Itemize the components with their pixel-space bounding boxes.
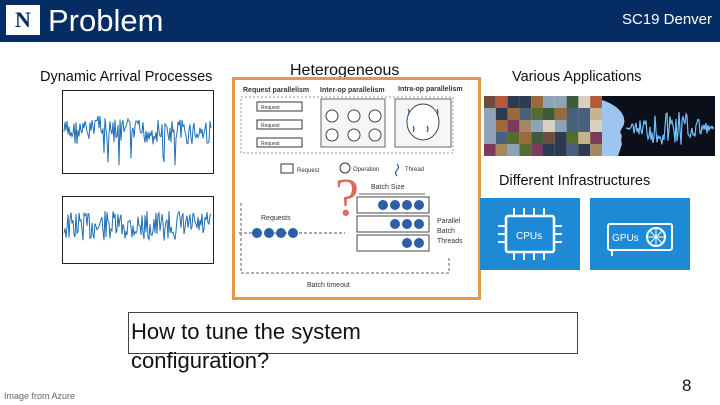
request-box-1 (256, 101, 303, 112)
university-logo: N (6, 5, 40, 35)
collage-tile (566, 132, 579, 144)
legend-request-swatch (280, 163, 294, 174)
cpu-chip-icon (504, 214, 556, 254)
collage-tile (531, 132, 543, 144)
collage-tile (531, 96, 543, 108)
parallel-text: Parallel (437, 218, 461, 225)
collage-tile (484, 132, 496, 144)
collage-tile (543, 132, 555, 144)
collage-tile (495, 120, 508, 132)
collage-tile (484, 120, 496, 132)
collage-tile (507, 144, 520, 156)
collage-tile (519, 96, 532, 108)
collage-tile (507, 120, 520, 132)
legend-request-text: Request (297, 168, 320, 174)
collage-tile (566, 120, 579, 132)
collage-tile (484, 144, 496, 156)
title-bar (0, 0, 720, 42)
collage-tile (590, 144, 602, 156)
arrival-plot-top (62, 90, 214, 174)
face-silhouette-icon (602, 100, 625, 156)
legend-operation-swatch (339, 162, 351, 174)
dynamic-arrival-label: Dynamic Arrival Processes (40, 69, 213, 85)
collage-tile (590, 132, 602, 144)
voice-waveform-image (602, 96, 715, 156)
batch-timeout-text: Batch timeout (307, 282, 350, 289)
parallelism-diagram: Request parallelism Inter-op parallelism… (239, 86, 463, 289)
question-text: How to tune the system configuration? (131, 319, 361, 373)
collage-tile (495, 96, 508, 108)
request-parallelism-text: Request parallelism (243, 87, 309, 94)
image-credit: Image from Azure (4, 391, 76, 401)
collage-tile (554, 108, 567, 120)
collage-tile (578, 120, 591, 132)
collage-tile (507, 108, 520, 120)
request-box-2 (256, 119, 303, 130)
conference-label: SC19 Denver (621, 11, 712, 28)
collage-tile (578, 144, 591, 156)
collage-tile (554, 120, 567, 132)
page-number: 8 (682, 376, 692, 395)
collage-tile (507, 132, 520, 144)
collage-tile (554, 96, 567, 108)
collage-tile (495, 132, 508, 144)
legend-operation-text: Operation (353, 167, 379, 173)
question-box (128, 312, 578, 354)
collage-tile (566, 144, 579, 156)
request-box-3 (256, 137, 303, 148)
arrival-plot-bottom (62, 196, 214, 264)
collage-tile (554, 132, 567, 144)
question-mark-icon: ? (335, 167, 359, 227)
requests-text: Requests (261, 215, 291, 222)
collage-tile (578, 108, 591, 120)
collage-tile (578, 132, 591, 144)
collage-tile (495, 108, 508, 120)
arrival-signal-top (63, 115, 212, 166)
legend-thread-text: Thread (405, 167, 424, 173)
applications-photo-collage (484, 96, 602, 156)
batch-size-text: Batch Size (371, 184, 405, 191)
gpu-label: GPUs (612, 233, 639, 244)
cpu-card: CPUs (480, 198, 580, 270)
different-infrastructures-label: Different Infrastructures (499, 173, 651, 189)
interop-text: Inter-op parallelism (320, 87, 385, 94)
various-applications-label: Various Applications (512, 69, 642, 85)
voice-waveform (625, 112, 715, 145)
heterogeneous-label: Heterogeneous (290, 62, 400, 79)
collage-tile (484, 108, 496, 120)
slide-title: Problem (48, 3, 164, 38)
request-box-2-label: Request (261, 123, 280, 129)
parallelism-diagram-frame: Request parallelism Inter-op parallelism… (232, 77, 481, 300)
collage-tile (590, 96, 602, 108)
collage-tile (519, 120, 532, 132)
collage-tile (543, 108, 555, 120)
request-box-1-label: Request (261, 105, 280, 111)
legend-thread-swatch (394, 163, 400, 177)
collage-tile (531, 144, 543, 156)
collage-tile (543, 96, 555, 108)
arrival-signal-bottom (63, 210, 212, 242)
collage-tile (531, 108, 543, 120)
collage-tile (531, 120, 543, 132)
collage-tile (590, 108, 602, 120)
batch-text: Batch (437, 228, 455, 235)
collage-tile (543, 120, 555, 132)
intraop-text: Intra-op parallelism (398, 86, 463, 93)
collage-tile (519, 108, 532, 120)
collage-tile (554, 144, 567, 156)
collage-tile (566, 108, 579, 120)
collage-tile (543, 144, 555, 156)
collage-tile (507, 96, 520, 108)
cpu-label: CPUs (516, 231, 542, 242)
threads-text: Threads (437, 238, 463, 245)
collage-tile (484, 96, 496, 108)
collage-tile (590, 120, 602, 132)
collage-tile (519, 144, 532, 156)
request-box-3-label: Request (261, 141, 280, 147)
collage-tile (578, 96, 591, 108)
collage-tile (519, 132, 532, 144)
collage-tile (566, 96, 579, 108)
collage-tile (495, 144, 508, 156)
gpu-card: GPUs (590, 198, 690, 270)
